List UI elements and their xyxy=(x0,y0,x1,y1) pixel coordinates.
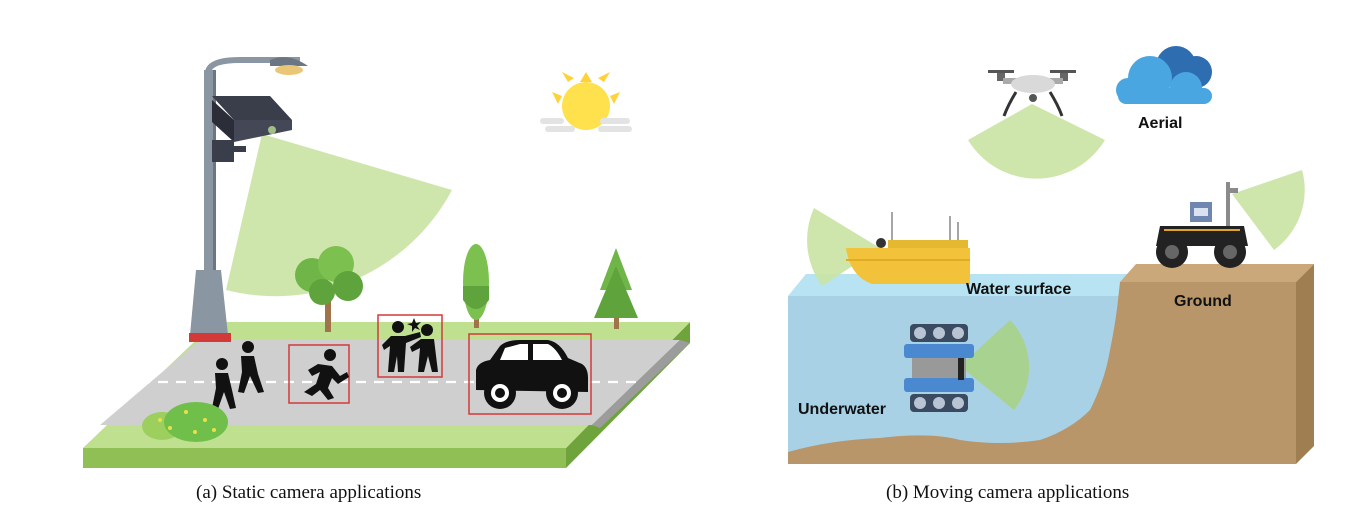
underwater-robot-field-of-view xyxy=(960,320,1030,410)
aerial-label: Aerial xyxy=(1138,115,1182,132)
ground-terrain xyxy=(788,264,1314,464)
underwater-label: Underwater xyxy=(798,401,886,418)
detection-box-car xyxy=(468,333,592,415)
ground-robot-icon xyxy=(1156,182,1248,268)
moving-panel-caption: (b) Moving camera applications xyxy=(886,482,1130,503)
boat-icon xyxy=(846,212,970,284)
static-camera-panel xyxy=(83,57,690,468)
street-lamp-icon xyxy=(189,57,308,342)
running-person-icon xyxy=(304,349,349,400)
tree-icon xyxy=(295,246,363,332)
drone-field-of-view xyxy=(968,104,1105,179)
cctv-camera-icon xyxy=(212,96,292,162)
sun-icon xyxy=(540,72,632,132)
static-panel-caption: (a) Static camera applications xyxy=(196,482,422,503)
detection-box-fight xyxy=(377,314,443,378)
detection-box-runner xyxy=(288,344,350,404)
fighting-people-icon xyxy=(382,318,438,372)
bush-icon xyxy=(142,402,228,442)
water-surface-label: Water surface xyxy=(966,281,1071,298)
tree-icon xyxy=(463,244,489,328)
lamp-base xyxy=(189,333,231,342)
boat-field-of-view xyxy=(807,208,880,286)
tree-icon xyxy=(594,248,638,329)
cloud-icon xyxy=(1116,46,1212,104)
car-icon xyxy=(476,340,588,409)
drone-icon xyxy=(988,70,1076,117)
pedestrian-icon xyxy=(212,341,264,409)
ground-robot-field-of-view xyxy=(1232,170,1305,250)
moving-camera-panel: Aerial Water surface xyxy=(788,46,1314,464)
underwater-robot-icon xyxy=(904,324,974,412)
ground-label: Ground xyxy=(1174,293,1232,310)
cctv-field-of-view xyxy=(226,134,452,297)
